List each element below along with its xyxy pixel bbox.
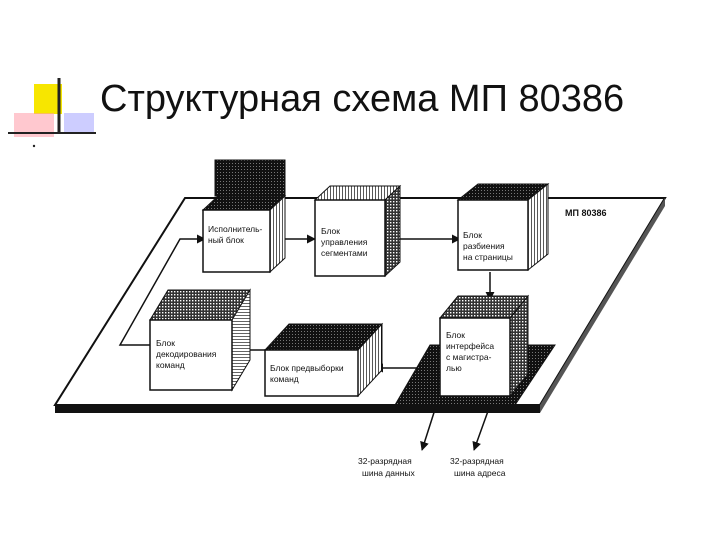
block-paging-line1: Блок	[463, 230, 482, 240]
block-decode-line2: декодирования	[156, 349, 217, 359]
data-bus-caption-line1: 32-разрядная	[358, 456, 412, 466]
block-interface-line4: лью	[446, 363, 462, 373]
block-interface: Блок интерфейса с магистра- лью	[438, 294, 530, 398]
block-exec-line2: ный блок	[208, 235, 244, 245]
logo-blue-square	[64, 113, 94, 133]
block-prefetch-line1: Блок предвыборки	[270, 363, 344, 373]
logo-decoration	[8, 78, 96, 148]
block-exec: Исполнитель- ный блок	[201, 159, 287, 274]
block-segment: Блок управления сегментами	[313, 184, 402, 278]
address-bus-caption-line2: шина адреса	[454, 468, 506, 478]
block-decode-line1: Блок	[156, 338, 175, 348]
block-decode: Блок декодирования команд	[149, 288, 251, 392]
arrow-decode-to-exec	[118, 234, 206, 346]
block-segment-line3: сегментами	[321, 248, 368, 258]
block-prefetch: Блок предвыборки команд	[263, 322, 384, 398]
block-segment-line2: управления	[321, 237, 368, 247]
page-title: Структурная схема МП 80386	[100, 78, 625, 120]
block-prefetch-line2: команд	[270, 374, 299, 384]
block-exec-line1: Исполнитель-	[208, 224, 263, 234]
block-decode-line3: команд	[156, 360, 185, 370]
board-front	[55, 405, 540, 413]
block-interface-line2: интерфейса	[446, 341, 494, 351]
logo-yellow-square	[34, 84, 62, 114]
block-paging-line2: разбиения	[463, 241, 505, 251]
block-paging-line3: на страницы	[463, 252, 513, 262]
svg-text:Исполнитель-: Исполнитель-	[208, 224, 263, 234]
board-side	[540, 198, 665, 413]
arrow-data-bus	[420, 399, 439, 451]
block-interface-line3: с магистра-	[446, 352, 492, 362]
block-interface-line1: Блок	[446, 330, 465, 340]
svg-text:ный блок: ный блок	[208, 235, 244, 245]
block-segment-line1: Блок	[321, 226, 340, 236]
arrow-address-bus	[472, 399, 493, 451]
board-label: МП 80386	[565, 208, 607, 218]
data-bus-caption-line2: шина данных	[362, 468, 416, 478]
address-bus-caption-line1: 32-разрядная	[450, 456, 504, 466]
block-paging: Блок разбиения на страницы	[456, 182, 550, 272]
logo-dot	[32, 144, 36, 148]
